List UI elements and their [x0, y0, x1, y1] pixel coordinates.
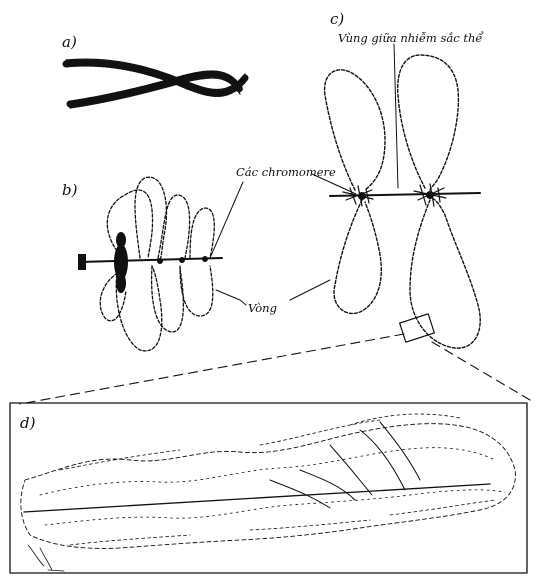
panel-d-frame	[10, 403, 527, 573]
chromosome-axis-b	[78, 232, 222, 293]
interchromosomal-pointer	[394, 44, 398, 188]
panel-a-label: a)	[62, 33, 77, 51]
panel-b-label: b)	[62, 181, 78, 199]
loop-pointer-left	[216, 290, 246, 305]
chromomere-label: Các chromomere	[236, 165, 336, 179]
bivalent-axis	[330, 184, 480, 206]
fibrous-texture	[21, 414, 516, 571]
panel-d: d)	[10, 403, 527, 573]
chromosome-axis-d	[24, 484, 490, 512]
panel-d-label: d)	[20, 414, 36, 432]
chromatid-strands	[66, 59, 245, 108]
panel-b: b)	[62, 177, 222, 351]
panel-c-label: c)	[330, 10, 344, 28]
interchromosomal-region-label: Vùng giữa nhiễm sắc thể	[338, 31, 484, 45]
loop-callout: Vòng	[216, 280, 330, 315]
chromomere-pointer-left	[210, 182, 243, 258]
panel-a: a)	[62, 33, 245, 108]
zoom-lines	[20, 334, 530, 404]
loop-pointer-right	[290, 280, 330, 300]
loop-label: Vòng	[248, 301, 277, 315]
left-chromosome	[325, 70, 385, 314]
magnified-region-box	[400, 314, 435, 342]
right-chromosome	[398, 55, 481, 348]
panel-c: c) Vùng giữa nhiễm sắc thể	[325, 10, 485, 348]
chromomere-callout: Các chromomere	[210, 165, 356, 258]
